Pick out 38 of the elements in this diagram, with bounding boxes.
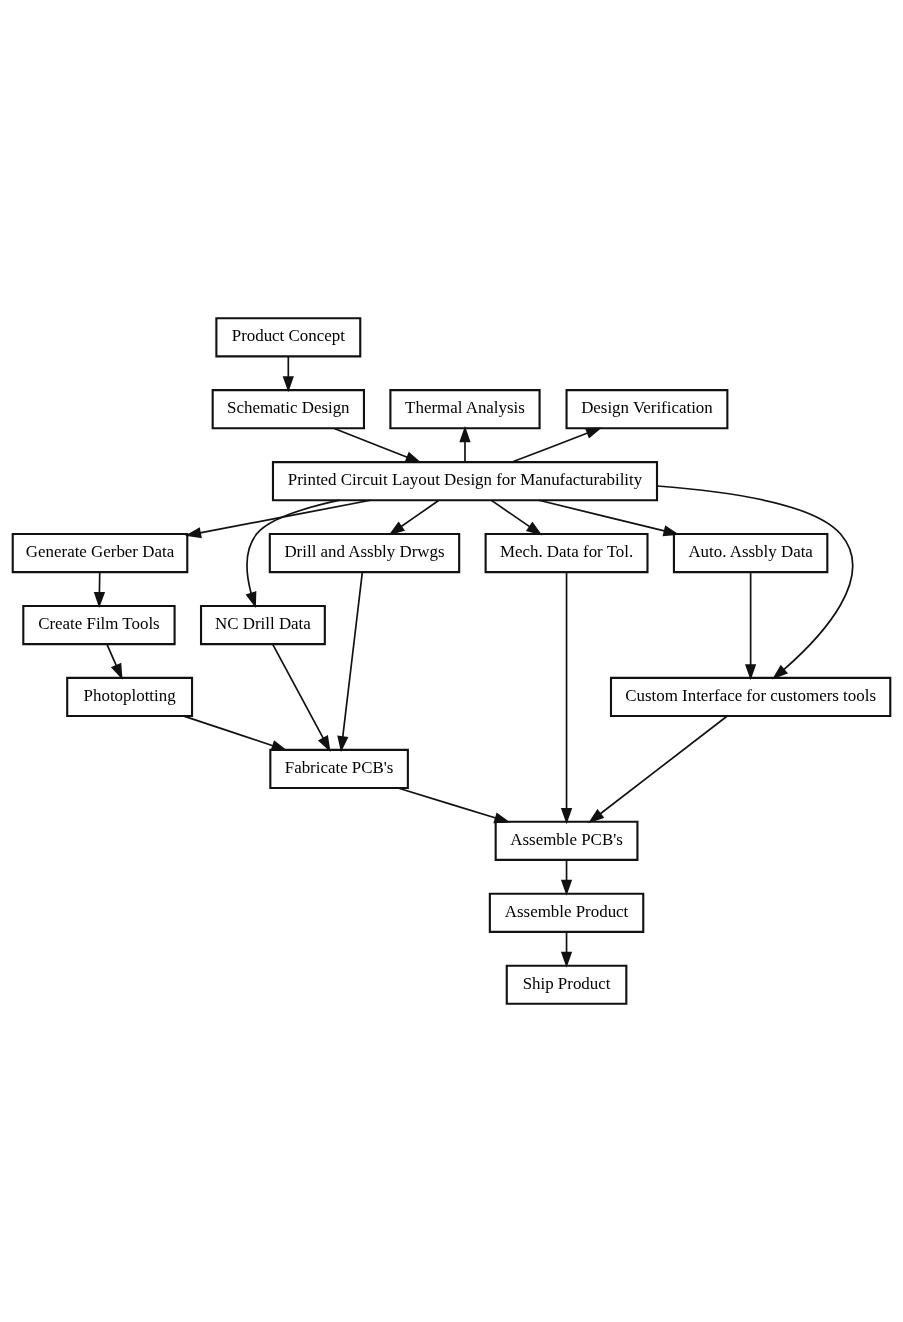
node-box: Generate Gerber Data	[11, 533, 189, 574]
node-box: NC Drill Data	[200, 604, 326, 646]
arrow	[397, 787, 511, 824]
arrow	[656, 485, 854, 680]
arrow	[560, 859, 573, 896]
node-box: Assemble PCB's	[494, 820, 639, 861]
arrow	[560, 931, 573, 968]
node-box: Mech. Data for Tol.	[484, 533, 649, 574]
arrow	[271, 643, 331, 752]
arrow	[745, 571, 757, 681]
node-box: Custom Interface for customers tools	[609, 676, 892, 718]
node-box: Photoplotting	[66, 676, 194, 718]
arrow	[459, 426, 471, 463]
node-box: Auto. Assbly Data	[672, 533, 829, 574]
arrow	[333, 427, 422, 463]
arrow	[560, 571, 573, 825]
arrow	[185, 499, 372, 539]
node-box: Create Film Tools	[22, 604, 176, 646]
arrow	[388, 499, 440, 536]
node-box: Thermal Analysis	[389, 389, 541, 430]
node-box: Product Concept	[215, 317, 362, 358]
arrow	[511, 427, 602, 463]
arrow	[538, 499, 680, 537]
arrow	[282, 355, 294, 393]
arrow	[106, 643, 123, 680]
arrow	[93, 571, 106, 609]
arrow	[245, 499, 341, 609]
node-box: Ship Product	[505, 964, 628, 1005]
node-box: Design Verification	[565, 389, 729, 430]
node-box: Fabricate PCB's	[269, 748, 409, 789]
node-box: Printed Circuit Layout Design for Manufacturability	[271, 461, 659, 502]
node-box: Schematic Design	[211, 389, 365, 430]
arrow	[183, 715, 288, 751]
arrow	[337, 571, 364, 753]
node-box: Assemble Product	[488, 892, 645, 933]
node-box: Drill and Assbly Drwgs	[268, 533, 461, 574]
arrow	[490, 499, 543, 536]
arrow	[588, 715, 728, 824]
